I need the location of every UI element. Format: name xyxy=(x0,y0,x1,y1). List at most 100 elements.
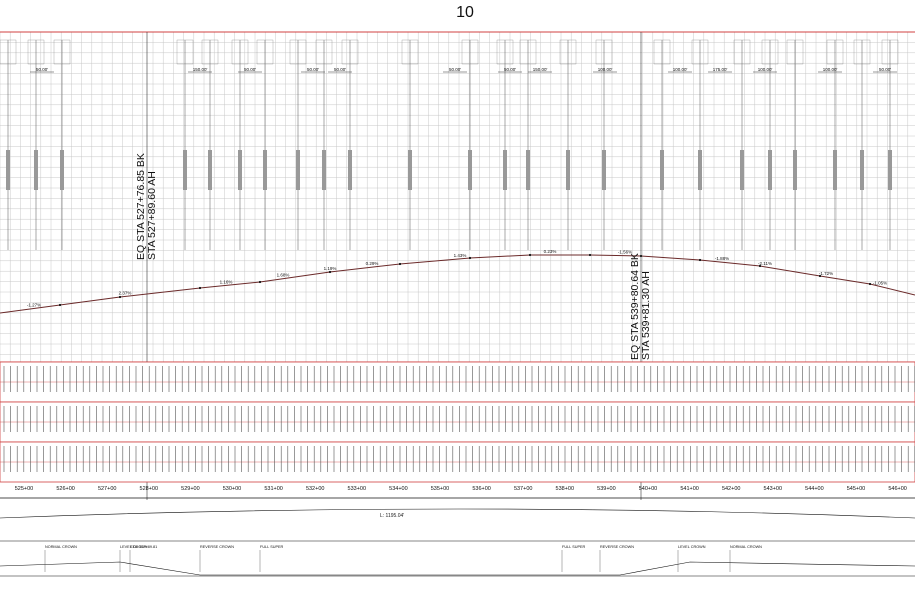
superelevation-note: LEVEL CROWN xyxy=(678,545,706,549)
superelevation-diagram: NORMAL CROWN LEVEL CROWN REVERSE CROWN FULL… xyxy=(0,508,915,577)
pvi-point xyxy=(258,280,262,284)
pvi-vertical-label xyxy=(768,150,772,190)
grade-label: -2.11% xyxy=(758,261,772,266)
pvi-note-box xyxy=(496,39,514,65)
pvi-vertical-label xyxy=(34,150,38,190)
grade-label: 2.37% xyxy=(119,290,132,295)
pvi-vertical-label xyxy=(263,150,267,190)
station-label: 532+00 xyxy=(306,486,325,492)
curve-length-label: 50.00' xyxy=(307,67,319,72)
pvi-point xyxy=(328,270,332,274)
pvi-note-box xyxy=(27,39,45,65)
superelevation-note: NORMAL CROWN xyxy=(730,545,762,549)
station-label: 535+00 xyxy=(431,486,450,492)
pvi-vertical-label xyxy=(183,150,187,190)
pvi-note-box xyxy=(201,39,219,65)
pvi-vertical-label xyxy=(526,150,530,190)
station-label: 533+00 xyxy=(348,486,367,492)
pvi-point xyxy=(528,253,532,257)
pvi-note-box xyxy=(559,39,577,65)
pvi-vertical-label xyxy=(6,150,10,190)
pvi-note-box xyxy=(53,39,71,65)
pvi-note-box xyxy=(231,39,249,65)
superelevation-note: FULL SUPER xyxy=(562,545,586,549)
profile-grid xyxy=(0,31,915,500)
curve-length-label: 50.00' xyxy=(504,67,516,72)
vertical-profile: -1.27%2.37%1.16%1.68%1.19%0.29%1.43%0.23… xyxy=(0,249,915,314)
superelevation-note: FULL SUPER xyxy=(260,545,284,549)
pvi-vertical-label xyxy=(468,150,472,190)
page-number: 10 xyxy=(456,4,474,21)
curve-length-label: 50.00' xyxy=(449,67,461,72)
pvi-vertical-label xyxy=(860,150,864,190)
superelevation-note: STA: 527+89.81 xyxy=(130,545,157,549)
pvi-vertical-label xyxy=(566,150,570,190)
superelevation-note: LEVEL CROWN xyxy=(120,545,148,549)
pvi-vertical-label xyxy=(698,150,702,190)
pvi-note-box xyxy=(401,39,419,65)
pvi-note-box xyxy=(786,39,804,65)
pvi-point xyxy=(698,258,702,262)
profile-grade-line xyxy=(0,254,915,314)
pvi-note-box xyxy=(733,39,751,65)
grade-label: 1.19% xyxy=(324,266,337,271)
curve-length-label: 50.00' xyxy=(36,67,48,72)
grade-label: -1.56% xyxy=(618,250,632,255)
pvi-vertical-label xyxy=(408,150,412,190)
pvi-vertical-label xyxy=(602,150,606,190)
pvi-note-box xyxy=(826,39,844,65)
station-label: 542+00 xyxy=(722,486,741,492)
station-label: 544+00 xyxy=(805,486,824,492)
pvi-vertical-label xyxy=(793,150,797,190)
grade-label: -1.05% xyxy=(873,280,887,285)
station-label: 527+00 xyxy=(98,486,117,492)
horizontal-curve-arc xyxy=(0,508,915,519)
pvi-vertical-label xyxy=(322,150,326,190)
station-equation-2: EQ STA 539+80.64 BK STA 539+81.30 AH xyxy=(629,253,652,360)
station-label: 526+00 xyxy=(56,486,75,492)
pvi-note-box xyxy=(176,39,194,65)
pvi-note-box xyxy=(761,39,779,65)
pvi-note-box xyxy=(519,39,537,65)
station-label: 525+00 xyxy=(15,486,34,492)
curve-length-label: 150.00' xyxy=(533,67,548,72)
station-label: 539+00 xyxy=(597,486,616,492)
pvi-vertical-label xyxy=(660,150,664,190)
pvi-point xyxy=(639,254,643,258)
station-label: 543+00 xyxy=(764,486,783,492)
grade-label: -1.27% xyxy=(27,302,41,307)
pvi-point xyxy=(198,286,202,290)
station-label: 529+00 xyxy=(181,486,200,492)
station-label: 534+00 xyxy=(389,486,408,492)
station-label: 537+00 xyxy=(514,486,533,492)
station-label: 546+00 xyxy=(888,486,907,492)
station-label: 528+00 xyxy=(140,486,159,492)
pvi-callouts: 50.00' 150.00' 50.00' 50.00' 50.00' 50.00' 50.… xyxy=(0,39,899,250)
pvi-note-box xyxy=(653,39,671,65)
pvi-vertical-label xyxy=(888,150,892,190)
superelevation-note: REVERSE CROWN xyxy=(600,545,634,549)
equation-1-line-2: STA 527+89.60 AH xyxy=(146,171,158,260)
curve-length-label: 50.00' xyxy=(879,67,891,72)
pvi-point xyxy=(398,262,402,266)
pvi-note-box xyxy=(289,39,307,65)
pvi-vertical-label xyxy=(348,150,352,190)
grade-label: 0.29% xyxy=(366,261,379,266)
station-label: 540+00 xyxy=(639,486,658,492)
pvi-point xyxy=(758,264,762,268)
station-label: 536+00 xyxy=(472,486,491,492)
curve-length-label: 100.00' xyxy=(823,67,838,72)
curve-length-label: 100.00' xyxy=(673,67,688,72)
station-label: 541+00 xyxy=(680,486,699,492)
grade-label: -1.88% xyxy=(715,256,729,261)
curve-length-label: 50.00' xyxy=(334,67,346,72)
superelevation-profile xyxy=(0,561,915,576)
pvi-vertical-label xyxy=(208,150,212,190)
pvi-note-box xyxy=(881,39,899,65)
pvi-point xyxy=(58,303,62,307)
pvi-note-box xyxy=(595,39,613,65)
grade-label: -1.72% xyxy=(819,271,833,276)
station-equation-1: EQ STA 527+76.85 BK STA 527+89.60 AH xyxy=(135,153,158,260)
